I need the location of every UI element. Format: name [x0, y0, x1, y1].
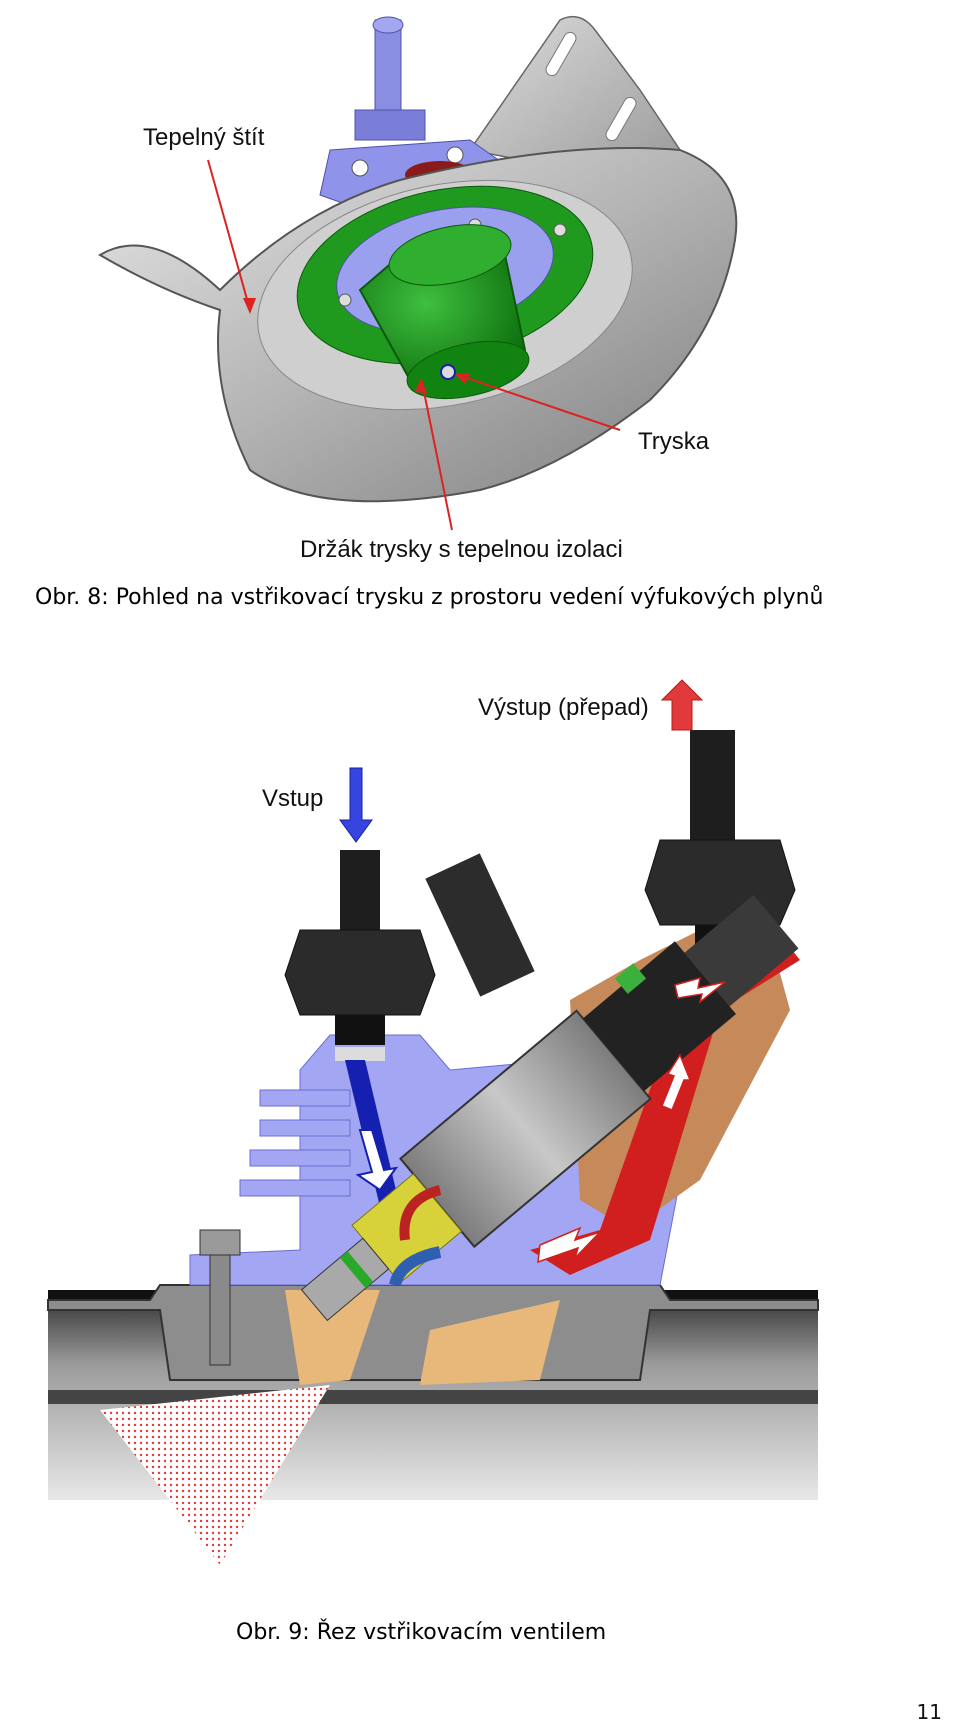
callout-nozzle: Tryska: [638, 428, 710, 455]
figure-9-valve-cross-section: Vstup Výstup (přepad): [0, 670, 960, 1620]
injector-nozzle-3d-illustration: [98, 15, 738, 531]
valve-cross-section-illustration: [47, 679, 819, 1565]
figure-8-caption: Obr. 8: Pohled na vstřikovací trysku z p…: [35, 585, 824, 610]
callout-inlet: Vstup: [262, 785, 324, 812]
callout-heat-shield: Tepelný štít: [143, 124, 265, 151]
figure-9-caption: Obr. 9: Řez vstřikovacím ventilem: [236, 1620, 607, 1645]
callout-outlet-overflow: Výstup (přepad): [478, 694, 649, 721]
page-number: 11: [916, 1700, 942, 1724]
figure-8-injector-view: Tepelný štít Tryska Držák trysky s tepel…: [0, 0, 960, 570]
callout-nozzle-holder: Držák trysky s tepelnou izolaci: [300, 536, 623, 563]
